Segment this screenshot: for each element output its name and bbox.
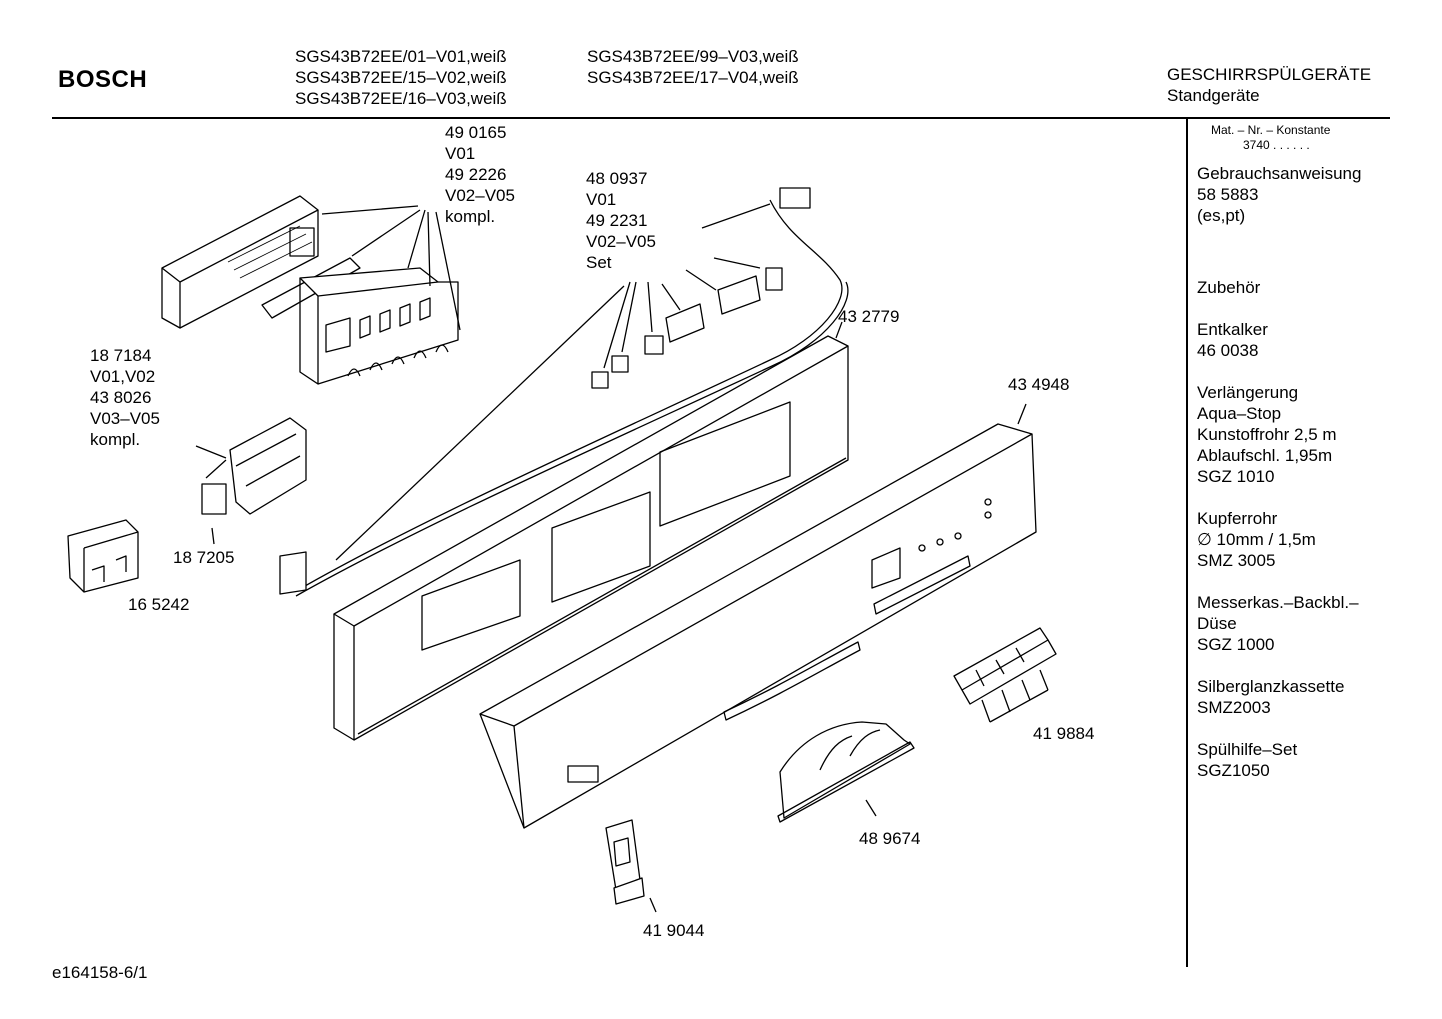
- sidebar-line: Aqua–Stop: [1197, 404, 1282, 423]
- sidebar-line: SMZ2003: [1197, 698, 1271, 717]
- category-subtitle: Standgeräte: [1167, 86, 1260, 105]
- model-entry: SGS43B72EE/15–V02,weiß: [295, 68, 507, 87]
- sidebar-line: Messerkas.–Backbl.–: [1197, 593, 1359, 612]
- switch-drawing: [195, 417, 307, 545]
- sidebar-line: Kunstoffrohr 2,5 m: [1197, 425, 1337, 444]
- mat-value: 3740 . . . . . .: [1243, 138, 1310, 152]
- electronic-module-drawing: [161, 195, 461, 385]
- part-label-480937: 48 0937 V01 49 2231 V02–V05 Set: [586, 168, 656, 273]
- wire-harness-drawing: [279, 187, 849, 597]
- part-label-434948: 43 4948: [1008, 375, 1070, 394]
- part-label-432779: 43 2779: [838, 307, 900, 326]
- model-list-1: SGS43B72EE/01–V01,weiß SGS43B72EE/15–V02…: [295, 46, 507, 109]
- part-number: 18 7184: [90, 346, 152, 365]
- sidebar-line: SGZ 1000: [1197, 635, 1275, 654]
- part-note: kompl.: [445, 207, 496, 226]
- sidebar-line: Zubehör: [1197, 278, 1261, 297]
- sidebar-line: Ablaufschl. 1,95m: [1197, 446, 1333, 465]
- button-set-drawing: [953, 627, 1057, 723]
- part-label-490165: 49 0165 V01 49 2226 V02–V05 kompl.: [445, 122, 515, 227]
- sidebar-line: Kupferrohr: [1197, 509, 1278, 528]
- part-label-419884: 41 9884: [1033, 724, 1095, 743]
- sidebar-group-extension: Verlängerung Aqua–Stop Kunstoffrohr 2,5 …: [1197, 382, 1437, 487]
- part-variant: V02–V05: [586, 232, 656, 251]
- sidebar-line: SGZ 1010: [1197, 467, 1275, 486]
- component-drawing: [67, 519, 139, 593]
- category-block: GESCHIRRSPÜLGERÄTE Standgeräte: [1167, 64, 1371, 106]
- part-variant: V01: [586, 190, 617, 209]
- sidebar-line: ∅ 10mm / 1,5m: [1197, 530, 1316, 549]
- sidebar-line: Silberglanzkassette: [1197, 677, 1345, 696]
- part-label-187184: 18 7184 V01,V02 43 8026 V03–V05 kompl.: [90, 345, 160, 450]
- part-note: kompl.: [90, 430, 141, 449]
- sidebar-group-silver: Silberglanzkassette SMZ2003: [1197, 676, 1437, 718]
- sidebar-line: SMZ 3005: [1197, 551, 1276, 570]
- control-frame-drawing: [333, 321, 849, 741]
- exploded-diagram: [67, 187, 1057, 913]
- sidebar-group-descaler: Entkalker 46 0038: [1197, 319, 1437, 361]
- sidebar-group-rinse: Spülhilfe–Set SGZ1050: [1197, 739, 1437, 781]
- sidebar-line: Spülhilfe–Set: [1197, 740, 1298, 759]
- mat-label: Mat. – Nr. – Konstante: [1211, 123, 1331, 137]
- brand-logo: BOSCH: [58, 66, 148, 93]
- part-label-419044: 41 9044: [643, 921, 705, 940]
- part-variant: V01: [445, 144, 476, 163]
- sidebar: Mat. – Nr. – Konstante 3740 . . . . . . …: [1197, 123, 1437, 802]
- model-entry: SGS43B72EE/16–V03,weiß: [295, 89, 507, 108]
- model-list-2: SGS43B72EE/99–V03,weiß SGS43B72EE/17–V04…: [587, 46, 799, 88]
- sidebar-line: 58 5883: [1197, 185, 1259, 204]
- part-number: 49 0165: [445, 123, 507, 142]
- drawing-id: e164158-6/1: [52, 963, 148, 982]
- sidebar-spacer: [1197, 247, 1437, 277]
- part-number: 49 2226: [445, 165, 507, 184]
- part-label-165242: 16 5242: [128, 595, 190, 614]
- sidebar-line: Entkalker: [1197, 320, 1268, 339]
- part-label-489674: 48 9674: [859, 829, 921, 848]
- sidebar-line: SGZ1050: [1197, 761, 1270, 780]
- sidebar-group-copper: Kupferrohr ∅ 10mm / 1,5m SMZ 3005: [1197, 508, 1437, 571]
- sidebar-line: Düse: [1197, 614, 1237, 633]
- sidebar-line: Verlängerung: [1197, 383, 1299, 402]
- sidebar-divider: [1186, 117, 1188, 967]
- sidebar-line: 46 0038: [1197, 341, 1259, 360]
- latch-drawing: [605, 819, 657, 913]
- header-divider: [52, 117, 1390, 119]
- front-panel-drawing: [479, 403, 1037, 829]
- part-number: 43 8026: [90, 388, 152, 407]
- cover-drawing: [777, 721, 915, 823]
- part-variant: V01,V02: [90, 367, 156, 386]
- sidebar-group-accessories: Zubehör: [1197, 277, 1437, 298]
- category-title: GESCHIRRSPÜLGERÄTE: [1167, 65, 1372, 84]
- sidebar-line: (es,pt): [1197, 206, 1246, 225]
- part-number: 48 0937: [586, 169, 648, 188]
- sidebar-group-cutlery: Messerkas.–Backbl.– Düse SGZ 1000: [1197, 592, 1437, 655]
- part-variant: V03–V05: [90, 409, 160, 428]
- part-number: 49 2231: [586, 211, 648, 230]
- sidebar-group-manual: Gebrauchsanweisung 58 5883 (es,pt): [1197, 163, 1437, 226]
- part-label-187205: 18 7205: [173, 548, 235, 567]
- part-variant: V02–V05: [445, 186, 515, 205]
- model-entry: SGS43B72EE/01–V01,weiß: [295, 47, 507, 66]
- part-note: Set: [586, 253, 612, 272]
- model-entry: SGS43B72EE/99–V03,weiß: [587, 47, 799, 66]
- model-entry: SGS43B72EE/17–V04,weiß: [587, 68, 799, 87]
- sidebar-line: Gebrauchsanweisung: [1197, 164, 1362, 183]
